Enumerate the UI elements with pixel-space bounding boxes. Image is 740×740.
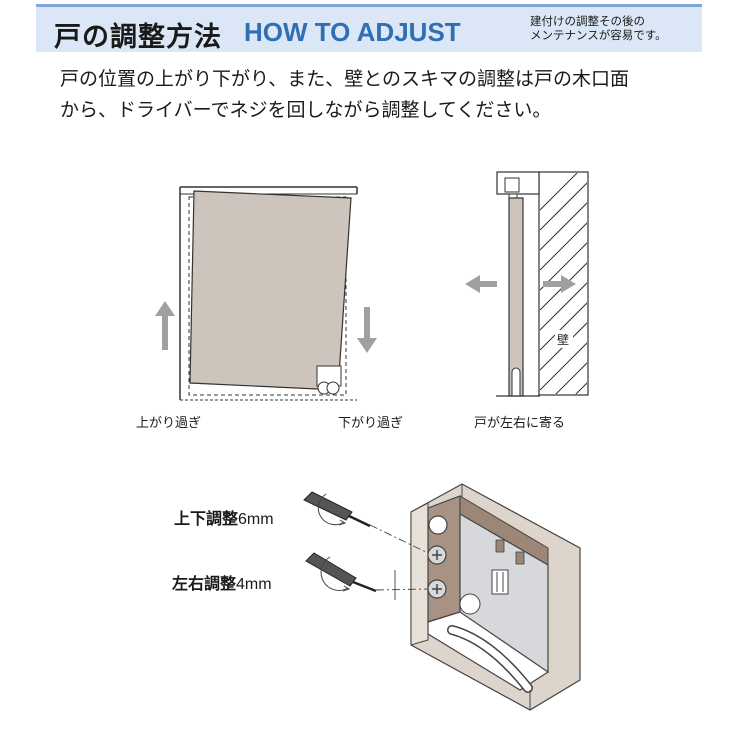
label-vertical-value: 6mm (238, 511, 274, 528)
caption-left-right: 戸が左右に寄る (474, 416, 566, 431)
door-side-diagram (465, 171, 589, 397)
screwdriver-icon (303, 491, 371, 528)
title-english: HOW TO ADJUST (244, 17, 461, 47)
label-horizontal-value: 4mm (236, 576, 272, 593)
label-vertical-adjust: 上下調整6mm (174, 505, 274, 529)
screwdriver-icon (305, 552, 377, 593)
intro-line2: から、ドライバーでネジを回しながら調整してください。 (60, 99, 552, 121)
caption-too-high: 上がり過ぎ (136, 416, 202, 431)
door-edge (508, 197, 524, 397)
title-japanese: 戸の調整方法 (54, 22, 222, 53)
title-note-line1: 建付けの調整その後の (530, 14, 645, 28)
label-vertical-prefix: 上下調整 (174, 509, 239, 528)
right-arrow-icon (543, 275, 576, 293)
header-banner: 戸の調整方法 HOW TO ADJUST 建付けの調整その後の メンテナンスが容… (36, 4, 702, 53)
up-arrow-icon (155, 301, 175, 350)
title-note: 建付けの調整その後の メンテナンスが容易です。 (530, 14, 667, 42)
title-note-line2: メンテナンスが容易です。 (530, 28, 667, 42)
left-arrow-icon (465, 275, 497, 293)
label-horizontal-prefix: 左右調整 (172, 574, 237, 593)
door-front-diagram (155, 186, 377, 401)
down-arrow-icon (357, 307, 377, 353)
label-horizontal-adjust: 左右調整4mm (172, 570, 272, 594)
tilted-door (189, 190, 352, 391)
caption-wall: 壁 (557, 333, 570, 347)
caption-too-low: 下がり過ぎ (338, 416, 404, 431)
hardware-diagram (303, 483, 581, 711)
intro-text: 戸の位置の上がり下がり、また、壁とのスキマの調整は戸の木口面 から、ドライバーで… (60, 64, 700, 126)
intro-line1: 戸の位置の上がり下がり、また、壁とのスキマの調整は戸の木口面 (60, 68, 630, 90)
